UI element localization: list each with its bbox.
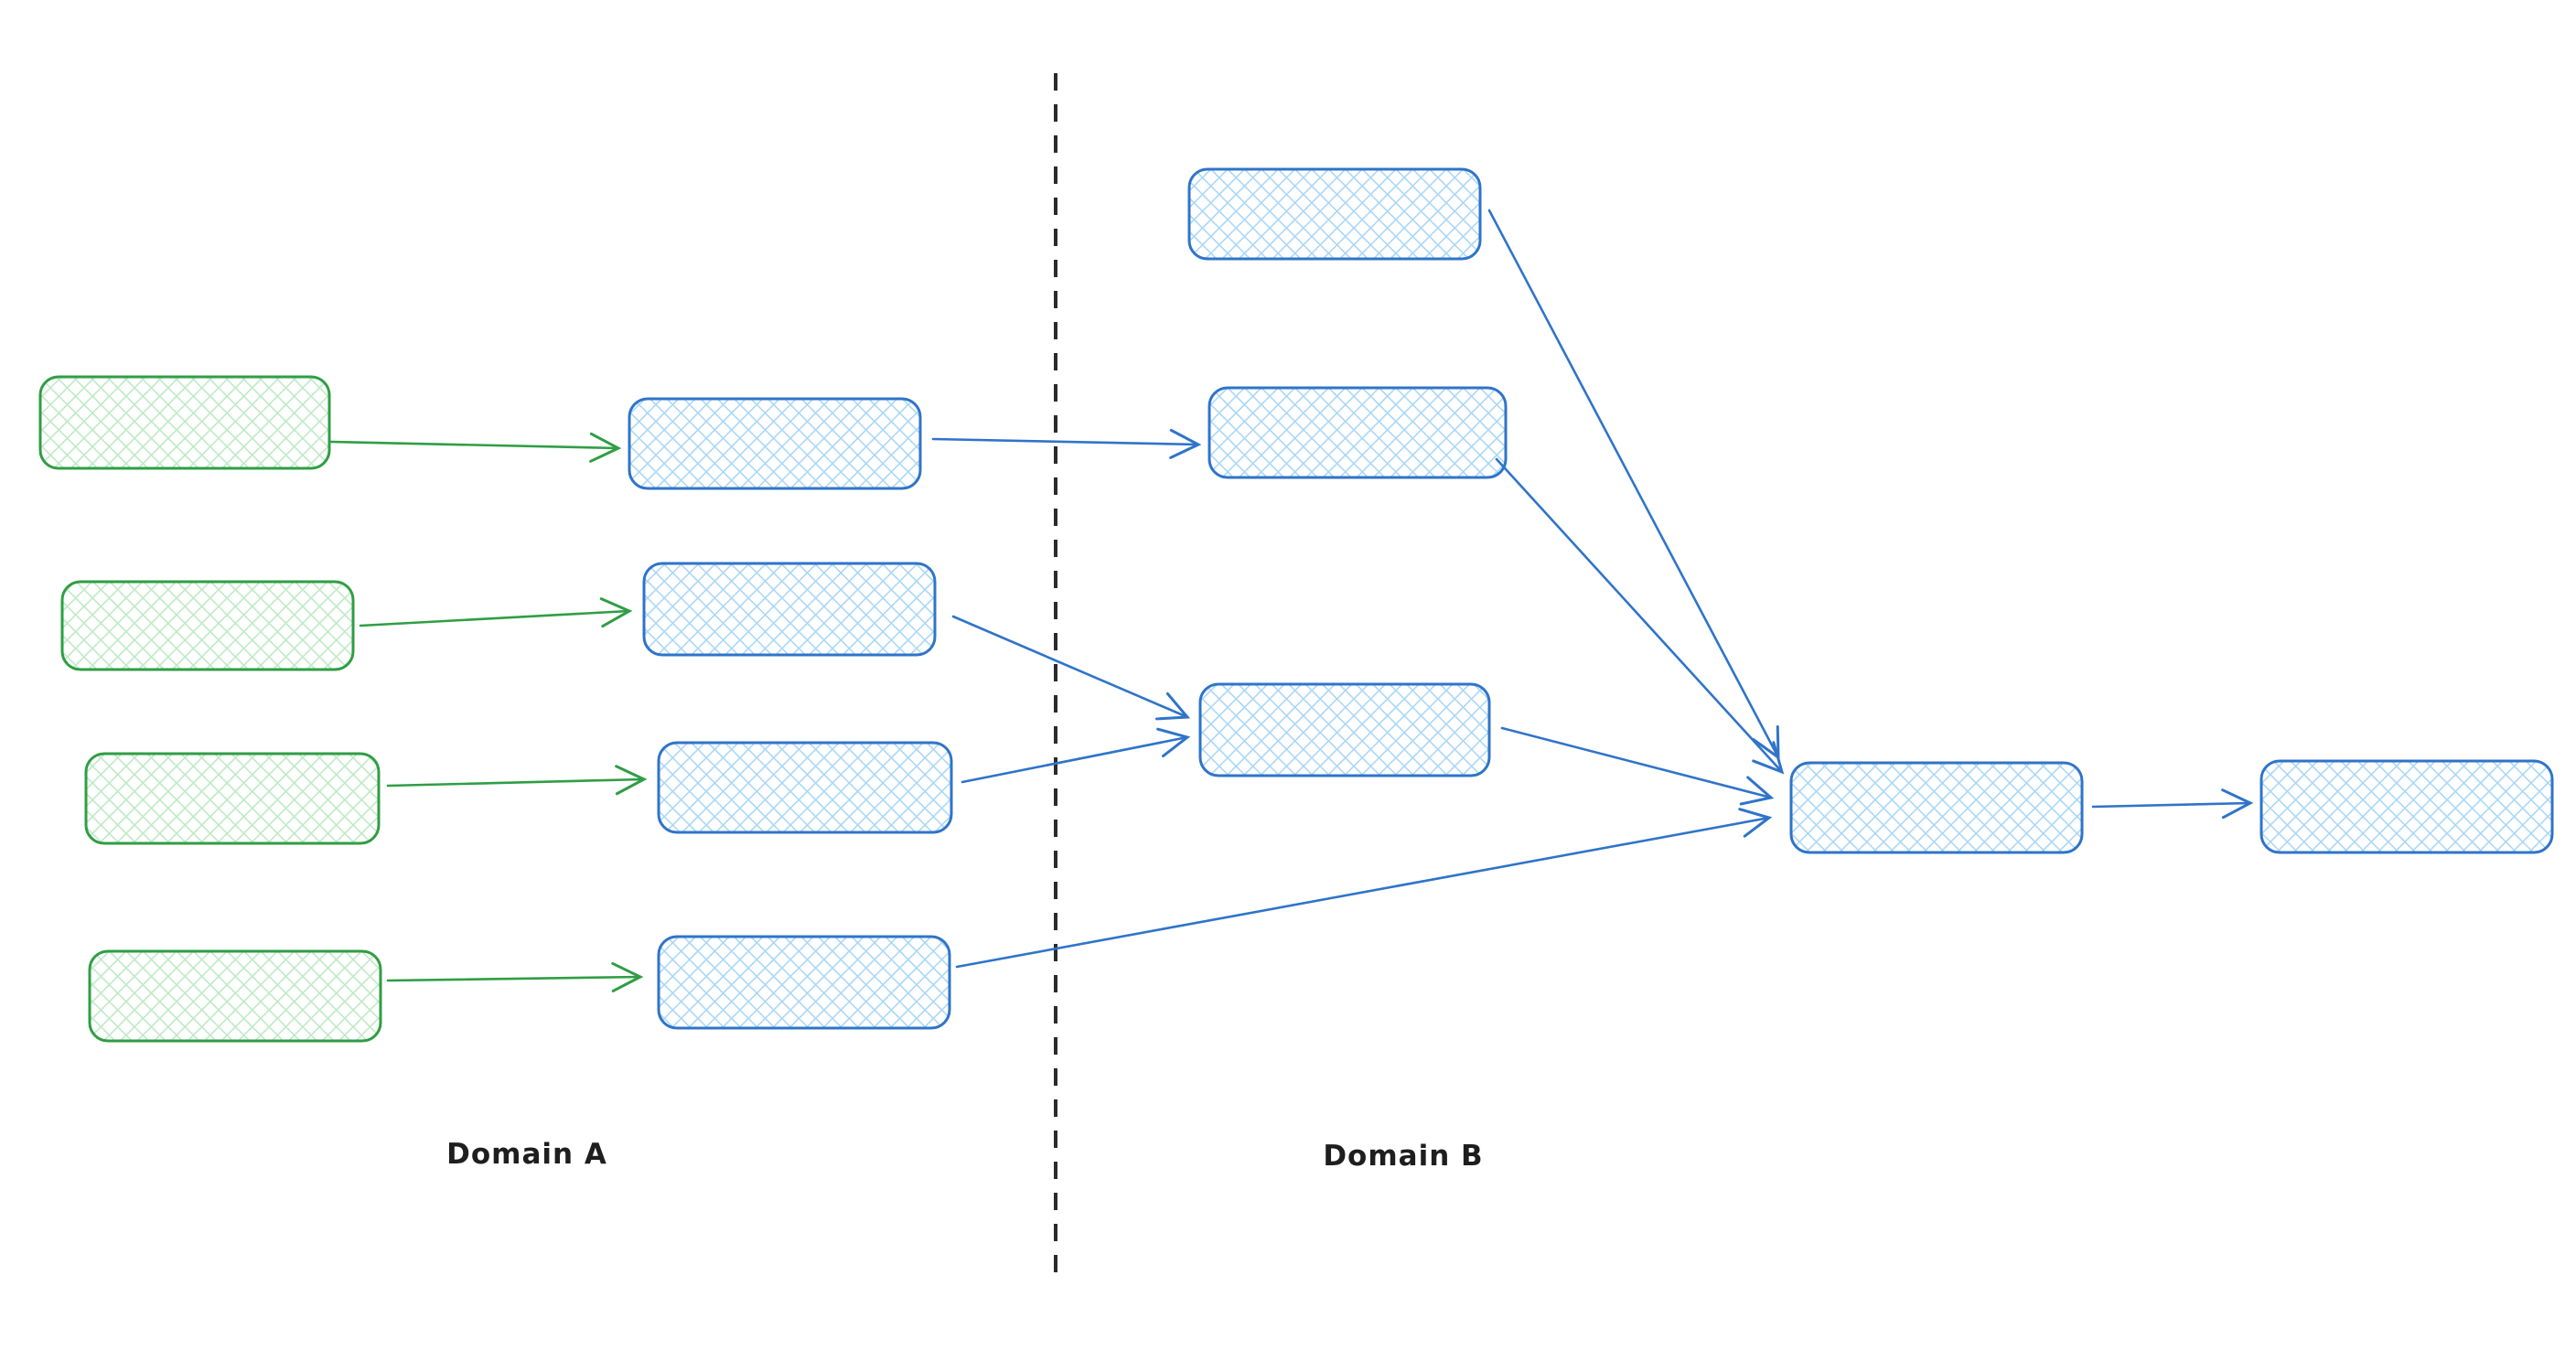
node-b-3 <box>1198 682 1491 777</box>
edge-b-2-to-b-aggregate <box>1495 457 1785 775</box>
node-a-source-3 <box>84 752 381 845</box>
node-a-stage-2 <box>642 562 937 657</box>
node-a-stage-3 <box>657 741 953 834</box>
edge-a-stage-2-to-b-3 <box>951 615 1191 721</box>
edge-b-aggregate-to-b-output <box>2091 788 2254 820</box>
domain-b-label: Domain B <box>1323 1140 1483 1173</box>
edge-a-stage-4-to-b-aggregate <box>955 808 1773 969</box>
node-b-1 <box>1187 167 1482 261</box>
edge-a-source-4-to-a-stage-4 <box>386 961 644 992</box>
node-a-source-4 <box>88 949 382 1043</box>
node-b-aggregate <box>1789 761 2084 854</box>
node-b-2 <box>1208 386 1508 479</box>
edge-a-stage-1-to-b-2 <box>931 428 1202 459</box>
node-a-stage-4 <box>657 935 951 1030</box>
node-a-source-1 <box>38 375 331 470</box>
node-b-output <box>2259 759 2554 854</box>
edge-a-stage-3-to-b-3 <box>961 727 1191 784</box>
edge-a-source-3-to-a-stage-3 <box>386 765 648 796</box>
domain-a-label: Domain A <box>446 1138 607 1171</box>
edge-b-3-to-b-aggregate <box>1500 726 1775 806</box>
edge-a-source-1-to-a-stage-1 <box>329 432 622 463</box>
node-a-source-2 <box>60 580 355 671</box>
node-a-stage-1 <box>628 397 922 490</box>
edge-a-source-2-to-a-stage-2 <box>359 597 633 628</box>
edge-b-1-to-b-aggregate <box>1487 209 1780 760</box>
